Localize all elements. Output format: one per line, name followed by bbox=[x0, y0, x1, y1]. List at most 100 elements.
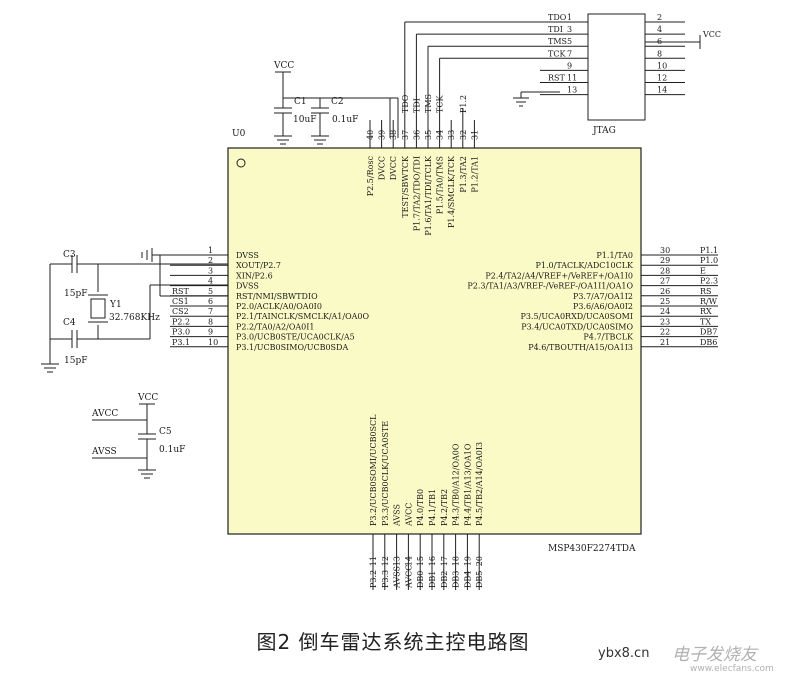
right-pin-number: 27 bbox=[660, 277, 670, 286]
bottom-pin-name: P4.5/TB2/A14/OA0I3 bbox=[475, 442, 484, 526]
top-pin-name: P1.5/TA0/TMS bbox=[436, 156, 445, 214]
top-pin-name: P2.5/Rosc bbox=[366, 155, 375, 196]
bottom-pin-name: P4.0/TB0 bbox=[416, 489, 425, 526]
right-net-label: TX bbox=[700, 317, 711, 326]
bottom-pin-number: 11 bbox=[369, 556, 378, 566]
left-pin-name: P2.0/ACLK/A0/OA0I0 bbox=[236, 302, 322, 311]
c5-ref: C5 bbox=[159, 427, 172, 437]
left-net-label: CS2 bbox=[172, 307, 189, 316]
right-pin-number: 28 bbox=[660, 266, 670, 275]
top-pin-number: 31 bbox=[470, 130, 479, 140]
bottom-pin-name: AVSS bbox=[393, 504, 402, 527]
top-pin-name: DVCC bbox=[389, 156, 398, 180]
jtag-left-pin-number: 7 bbox=[567, 49, 572, 58]
jtag-right-pin-number: 14 bbox=[657, 86, 667, 95]
avss-label: AVSS bbox=[91, 447, 117, 457]
top-pin-name: TEST/SBWTCK bbox=[401, 155, 410, 218]
vcc-top-label: VCC bbox=[273, 61, 294, 71]
left-pin-name: P2.2/TA0/A2/OA0I1 bbox=[236, 322, 315, 331]
jtag-right-pin-number: 10 bbox=[657, 61, 667, 70]
watermark-url: www.elecfans.com bbox=[690, 664, 774, 674]
right-pin-number: 24 bbox=[660, 307, 670, 316]
bottom-pin-name: P4.1/TB1 bbox=[428, 489, 437, 526]
right-net-label: RS bbox=[700, 287, 712, 296]
c1-value: 10uF bbox=[293, 115, 317, 125]
jtag-right-net-label: VCC bbox=[702, 30, 721, 39]
jtag-right-pin-number: 12 bbox=[657, 74, 667, 83]
left-pin-number: 8 bbox=[208, 317, 213, 326]
bottom-net-label: AVCC bbox=[404, 565, 413, 589]
right-pin-number: 29 bbox=[660, 256, 670, 265]
c2-ref: C2 bbox=[331, 97, 344, 107]
c4-ref: C4 bbox=[63, 318, 76, 328]
c1-ref: C1 bbox=[294, 97, 307, 107]
right-pin-name: P1.1/TA0 bbox=[596, 251, 633, 260]
right-net-label: DB6 bbox=[700, 338, 717, 347]
right-net-label: R/W bbox=[700, 297, 718, 306]
left-pin-name: P3.0/UCB0STE/UCA0CLK/A5 bbox=[236, 333, 355, 342]
jtag-left-net-label: TMS bbox=[548, 37, 567, 46]
bottom-pin-name: P3.3/UCB0CLK/UCA0STE bbox=[381, 421, 390, 526]
figure-caption: 图2 倒车雷达系统主控电路图 bbox=[256, 630, 530, 654]
c3-value: 15pF bbox=[64, 289, 87, 299]
bottom-pin-number: 18 bbox=[452, 556, 461, 566]
top-pin-number: 37 bbox=[401, 130, 410, 140]
jtag-left-net-label: TDI bbox=[548, 25, 563, 34]
jtag-left-pin-number: 3 bbox=[567, 25, 572, 34]
jtag-right-pin-number: 4 bbox=[657, 25, 662, 34]
top-net-label: P1.2 bbox=[459, 95, 468, 113]
jtag-left-net-label: TCK bbox=[548, 49, 566, 58]
top-pin-name: P1.2/TA1 bbox=[470, 156, 479, 193]
left-pin-number: 2 bbox=[208, 256, 213, 265]
bottom-net-label: AVSS bbox=[393, 566, 402, 589]
right-pin-name: P4.7/TBCLK bbox=[583, 333, 634, 342]
bottom-pin-number: 14 bbox=[404, 556, 413, 566]
bottom-net-label: DB4 bbox=[463, 571, 472, 588]
top-pin-number: 33 bbox=[447, 130, 456, 140]
c5-value: 0.1uF bbox=[159, 445, 185, 455]
y1-value: 32.768KHz bbox=[109, 313, 160, 323]
jtag-left-pin-number: 9 bbox=[567, 61, 572, 70]
chip-ref: U0 bbox=[232, 129, 246, 139]
right-net-label: DB7 bbox=[700, 328, 717, 337]
left-pin-name: P2.1/TAINCLK/SMCLK/A1/OA0O bbox=[236, 312, 370, 321]
left-net-label: P3.1 bbox=[172, 338, 190, 347]
bottom-pin-number: 15 bbox=[416, 556, 425, 566]
left-pin-number: 7 bbox=[208, 307, 213, 316]
left-pin-number: 4 bbox=[208, 277, 213, 286]
mcu-body bbox=[227, 147, 642, 535]
right-net-label: E bbox=[700, 266, 706, 275]
right-pin-name: P3.5/UCA0RXD/UCA0SOMI bbox=[521, 312, 633, 321]
top-pin-number: 32 bbox=[459, 130, 468, 140]
right-pin-number: 26 bbox=[660, 287, 670, 296]
bottom-pin-number: 20 bbox=[475, 556, 484, 566]
bottom-net-label: DB1 bbox=[428, 571, 437, 588]
left-net-label: P3.0 bbox=[172, 328, 190, 337]
right-pin-number: 21 bbox=[660, 338, 670, 347]
top-pin-number: 36 bbox=[412, 130, 421, 140]
top-pin-name: P1.4/SMCLK/TCK bbox=[447, 155, 456, 228]
pin1-marker bbox=[236, 158, 246, 168]
jtag-body bbox=[587, 13, 646, 121]
top-pin-number: 40 bbox=[366, 130, 375, 140]
chip-part-number: MSP430F2274TDA bbox=[548, 544, 636, 554]
jtag-left-pin-number: 11 bbox=[567, 74, 577, 83]
left-pin-number: 9 bbox=[208, 328, 213, 337]
left-net-label: P2.2 bbox=[172, 317, 190, 326]
jtag-right-pin-number: 2 bbox=[657, 13, 662, 22]
right-pin-name: P2.3/TA1/A3/VREF-/VeREF-/OA1I1/OA1O bbox=[467, 282, 633, 291]
left-pin-number: 6 bbox=[208, 297, 213, 306]
bottom-net-label: DB0 bbox=[416, 571, 425, 588]
left-pin-number: 3 bbox=[208, 266, 213, 275]
bottom-pin-name: P4.4/TB1/A13/OA1O bbox=[463, 443, 472, 526]
top-net-label: TMS bbox=[424, 94, 433, 113]
jtag-left-net-label: TDO bbox=[548, 13, 567, 22]
top-pin-number: 39 bbox=[378, 130, 387, 140]
y1-ref: Y1 bbox=[109, 300, 122, 310]
jtag-right-pin-number: 6 bbox=[657, 37, 662, 46]
avcc-label: AVCC bbox=[91, 409, 118, 419]
top-pin-name: P1.6/TA1/TDI/TCLK bbox=[424, 155, 433, 236]
right-net-label: P1.0 bbox=[700, 256, 718, 265]
bottom-net-label: DB2 bbox=[440, 571, 449, 588]
bottom-net-label: DB5 bbox=[475, 571, 484, 588]
